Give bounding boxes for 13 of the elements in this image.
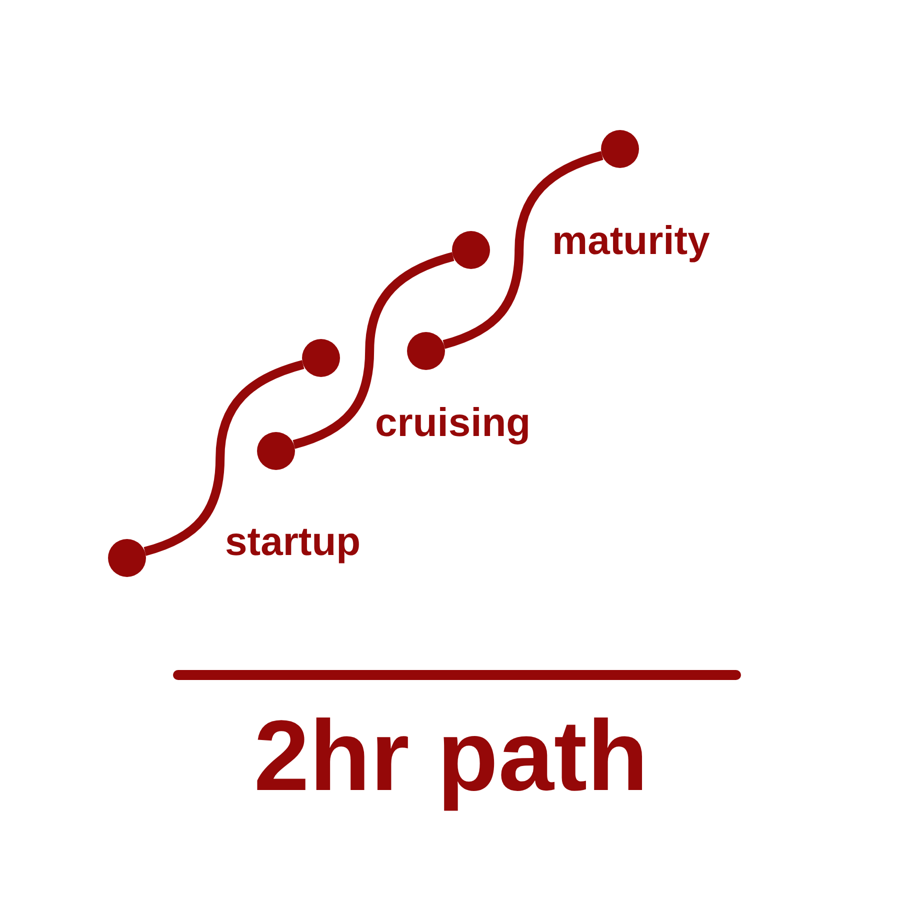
endpoint-dot	[601, 130, 639, 168]
curve-connector	[442, 151, 604, 349]
endpoint-dot	[302, 339, 340, 377]
edge-label: startup	[225, 519, 361, 565]
endpoint-dot	[257, 432, 295, 470]
endpoint-dot	[108, 539, 146, 577]
edge-label: maturity	[552, 218, 710, 264]
title: 2hr path	[252, 699, 650, 814]
endpoint-dot	[407, 332, 445, 370]
curve-connector	[144, 360, 304, 556]
endpoint-dot	[452, 231, 490, 269]
edge-label: cruising	[375, 400, 531, 446]
curve-connector	[292, 252, 454, 449]
